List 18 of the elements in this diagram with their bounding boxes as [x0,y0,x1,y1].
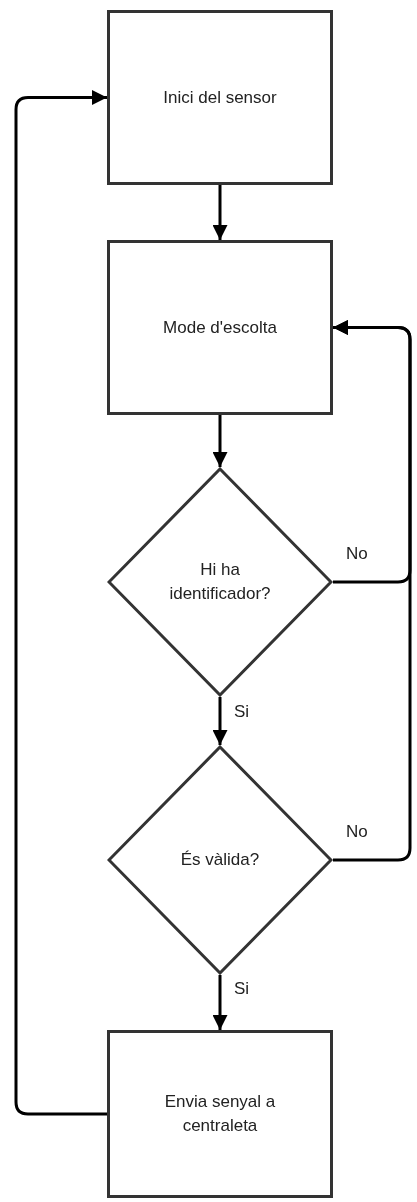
edge-label: No [344,545,370,562]
arrow [212,975,228,1030]
node-label: Mode d'escolta [163,316,277,339]
arrow [212,185,228,240]
node-label: Hi ha identificador? [168,559,272,605]
process-box [107,1030,333,1198]
decision-diamond [107,745,333,975]
node-label: Inici del sensor [163,86,277,109]
arrow [14,90,107,1116]
arrow [333,320,412,862]
edge-label: No [344,823,370,840]
process-box [107,10,333,185]
node-label: És vàlida? [180,849,260,872]
arrow [212,697,228,745]
decision-diamond [107,467,333,697]
arrow [212,415,228,467]
node-label: Envia senyal a centraleta [163,1091,277,1137]
process-box [107,240,333,415]
